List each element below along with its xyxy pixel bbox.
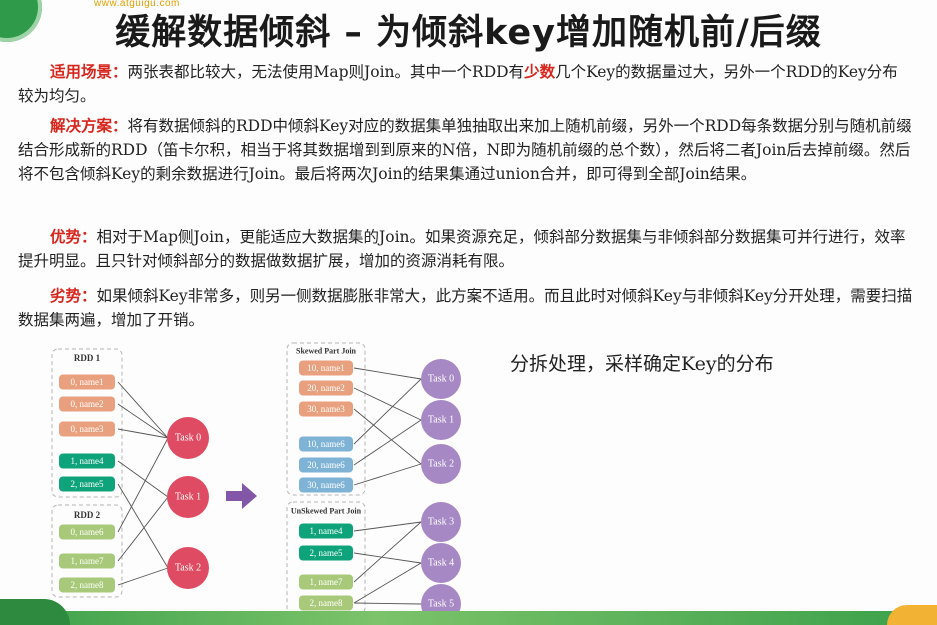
connector-line [117, 437, 169, 533]
section-disadvantages: 劣势：如果倾斜Key非常多，则另一侧数据膨胀非常大，此方案不适用。而且此时对倾斜… [18, 284, 913, 332]
rdd1-item [59, 476, 115, 492]
rdd1-item [59, 421, 115, 437]
section-label: 解决方案： [50, 116, 128, 135]
rdd2-item [59, 553, 115, 569]
rdd2-item-label: 0, name6 [71, 527, 104, 537]
right-task-node [421, 444, 461, 484]
rdd1-label: RDD 1 [74, 353, 101, 363]
rdd2-item-label: 2, name8 [71, 580, 104, 590]
section-highlight: 少数 [524, 62, 556, 81]
slide-title: 缓解数据倾斜 – 为倾斜key增加随机前/后缀 [115, 13, 822, 53]
skewed-item-label: 20, name2 [307, 383, 345, 393]
connector-line [353, 463, 422, 486]
connector-line [117, 483, 169, 569]
rdd2-item-label: 1, name7 [71, 556, 104, 566]
skewed-item [299, 380, 353, 396]
left-task-node-label: Task 2 [175, 563, 201, 574]
rdd1-item-label: 0, name2 [71, 399, 104, 409]
right-task-node-label: Task 3 [428, 517, 454, 528]
connector-line [117, 381, 169, 439]
unskewed-item-label: 1, name4 [310, 526, 343, 536]
bottom-decoration-bar [0, 599, 937, 625]
connector-line [353, 602, 422, 605]
right-task-node-label: Task 2 [428, 459, 454, 470]
rdd1-box [51, 348, 123, 498]
rdd1-item [59, 374, 115, 390]
skewed-item [299, 457, 353, 473]
unskewed-item-label: 1, name7 [310, 577, 343, 587]
connector-line [117, 460, 169, 498]
left-task-node-label: Task 0 [175, 433, 201, 444]
connector-line [353, 419, 422, 466]
left-task-node-label: Task 1 [175, 492, 201, 503]
rdd1-item-label: 0, name3 [71, 424, 104, 434]
connector-line [353, 408, 422, 465]
section-text: 两张表都比较大，无法使用Map则Join。其中一个RDD有 [127, 63, 525, 81]
right-task-node [421, 543, 461, 583]
connector-line [117, 496, 169, 562]
unskewed-item [299, 545, 353, 561]
unskewed-item-label: 2, name5 [310, 548, 343, 558]
skewed-item [299, 401, 353, 417]
skewed-label: Skewed Part Join [296, 347, 357, 356]
section-label: 劣势： [50, 286, 97, 305]
unskewed-item-label: 2, name8 [310, 598, 343, 608]
rdd1-item [59, 396, 115, 412]
rdd2-item [59, 577, 115, 593]
rdd1-item-label: 1, name4 [71, 456, 104, 466]
connector-line [117, 403, 169, 439]
connector-line [353, 552, 422, 564]
skewed-item-label: 20, name6 [307, 460, 345, 470]
skewed-item-label: 10, name6 [307, 439, 345, 449]
right-task-node [421, 400, 461, 440]
diagram-note: 分拆处理，采样确定Key的分布 [510, 353, 774, 375]
right-task-node [421, 502, 461, 542]
logo-text: www.atguigu.com [94, 0, 180, 9]
connector-line [353, 367, 422, 380]
skewed-item-label: 30, name6 [307, 480, 345, 490]
connector-line [353, 562, 422, 604]
skewed-item-label: 10, name1 [307, 363, 345, 373]
connector-line [117, 567, 169, 586]
section-label: 适用场景： [50, 62, 128, 81]
section-advantages: 优势：相对于Map侧Join，更能适应大数据集的Join。如果资源充足，倾斜部分… [18, 225, 913, 273]
section-label: 优势： [50, 227, 97, 246]
unskewed-item [299, 523, 353, 539]
rdd1-item-label: 0, name1 [71, 377, 104, 387]
unskewed-item [299, 595, 353, 611]
unskewed-label: UnSkewed Part Join [291, 507, 362, 516]
rdd1-item [59, 453, 115, 469]
section-solution: 解决方案：将有数据倾斜的RDD中倾斜Key对应的数据集单独抽取出来加上随机前缀，… [18, 114, 913, 186]
left-task-node [167, 476, 209, 518]
section-text: 如果倾斜Key非常多，则另一侧数据膨胀非常大，此方案不适用。而且此时对倾斜Key… [18, 287, 913, 329]
connector-line [353, 521, 422, 583]
rdd2-box [51, 504, 123, 598]
left-task-node [167, 417, 209, 459]
connector-line [353, 387, 422, 421]
right-task-node-label: Task 0 [428, 374, 454, 385]
section-text: 相对于Map侧Join，更能适应大数据集的Join。如果资源充足，倾斜部分数据集… [18, 228, 906, 270]
skewed-item [299, 436, 353, 452]
transition-arrow-icon [226, 483, 257, 509]
right-task-node-label: Task 1 [428, 415, 454, 426]
section-text: 几个Key的数据量过大，另外一个RDD的Key分布较为均匀。 [18, 63, 898, 105]
right-task-node [421, 359, 461, 399]
rdd2-item [59, 524, 115, 540]
right-task-node-label: Task 5 [428, 599, 454, 610]
skewed-item-label: 30, name3 [307, 404, 345, 414]
section-text: 将有数据倾斜的RDD中倾斜Key对应的数据集单独抽取出来加上随机前缀，另外一个R… [18, 117, 912, 183]
left-task-node [167, 547, 209, 589]
skewed-item [299, 360, 353, 376]
connector-line [117, 428, 169, 439]
right-task-node-label: Task 4 [428, 558, 454, 569]
rdd2-label: RDD 2 [74, 510, 101, 520]
rdd1-item-label: 2, name5 [71, 479, 104, 489]
connector-line [353, 521, 422, 532]
section-use-case: 适用场景：两张表都比较大，无法使用Map则Join。其中一个RDD有少数几个Ke… [18, 60, 913, 108]
connector-line [353, 378, 422, 445]
skewed-item [299, 477, 353, 493]
unskewed-item [299, 574, 353, 590]
